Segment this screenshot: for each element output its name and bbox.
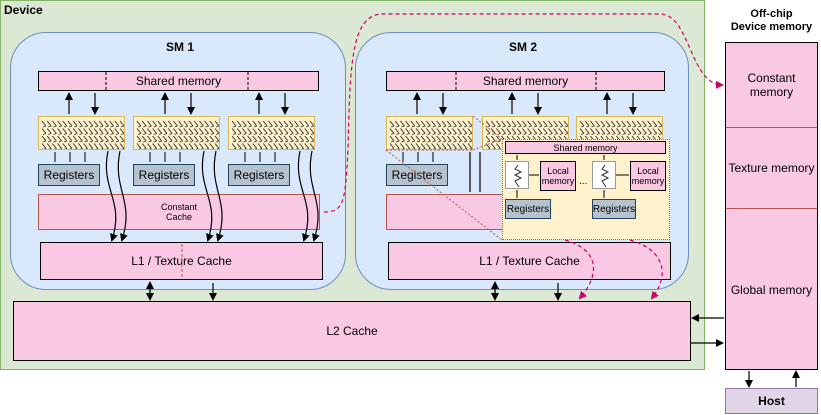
zoom-registers-2: Registers bbox=[592, 199, 636, 219]
zoom-thread-2 bbox=[592, 161, 616, 189]
sm-2-registers-1: Registers bbox=[386, 164, 448, 186]
sm-1-constant-cache: Constant Cache bbox=[38, 194, 320, 230]
zoom-local-memory-1: Local memory bbox=[540, 161, 576, 191]
constant-memory: Constant memory bbox=[726, 43, 817, 128]
device-label: Device bbox=[4, 3, 43, 17]
sm-1-shared-memory: Shared memory bbox=[38, 71, 319, 91]
texture-memory: Texture memory bbox=[726, 128, 817, 209]
sm-1-title: SM 1 bbox=[165, 40, 194, 54]
thread-icon bbox=[600, 164, 610, 188]
zoom-shared-memory: Shared memory bbox=[505, 141, 666, 154]
sm-1-core-1 bbox=[38, 116, 125, 150]
zoom-ellipsis: ... bbox=[579, 176, 588, 187]
host: Host bbox=[725, 388, 818, 414]
thread-icon bbox=[513, 164, 523, 188]
sm-2-title: SM 2 bbox=[508, 40, 537, 54]
zoom-registers-1: Registers bbox=[505, 199, 551, 219]
l2-cache: L2 Cache bbox=[13, 301, 691, 361]
sm-2-core-1 bbox=[386, 116, 473, 150]
offchip-device-memory: Constant memory Texture memory Global me… bbox=[725, 42, 818, 370]
zoom-thread-1 bbox=[505, 161, 529, 189]
sm-1-l1-texture-cache: L1 / Texture Cache bbox=[40, 242, 323, 280]
sm-1-registers-2: Registers bbox=[133, 164, 195, 186]
sm-1-registers-3: Registers bbox=[228, 164, 290, 186]
sm-1-registers-1: Registers bbox=[38, 164, 100, 186]
sm-2-constant-cache bbox=[386, 194, 504, 230]
sm-2-l1-texture-cache: L1 / Texture Cache bbox=[388, 242, 671, 280]
sm-1-core-3 bbox=[228, 116, 315, 150]
zoom-local-memory-2: Local memory bbox=[630, 161, 666, 191]
offchip-title: Off-chip Device memory bbox=[730, 8, 813, 33]
sm-1-core-2 bbox=[133, 116, 220, 150]
global-memory: Global memory bbox=[730, 282, 813, 297]
sm-2-shared-memory: Shared memory bbox=[386, 71, 665, 91]
